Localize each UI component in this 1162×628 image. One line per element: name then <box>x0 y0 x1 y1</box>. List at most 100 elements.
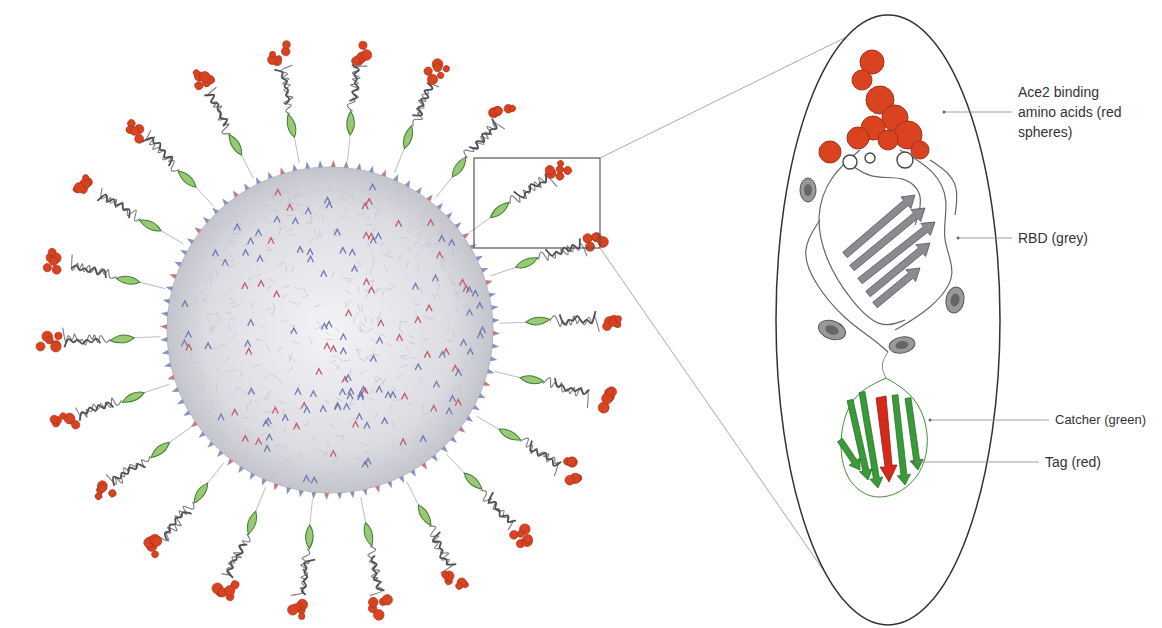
surface-mesh <box>286 191 292 195</box>
surface-mesh <box>373 225 375 232</box>
ace2-residue <box>878 130 898 150</box>
surface-mesh <box>311 436 315 442</box>
ace2-residue <box>72 181 86 195</box>
surface-mesh <box>278 462 284 466</box>
surface-protein <box>477 303 483 309</box>
surface-mesh <box>229 370 236 372</box>
surface-mesh <box>373 354 380 355</box>
surface-mesh <box>365 216 370 221</box>
surface-mesh <box>367 328 373 332</box>
surface-spike <box>174 262 181 267</box>
surface-protein <box>347 393 353 399</box>
surface-mesh <box>322 453 326 459</box>
surface-mesh <box>429 240 431 247</box>
surface-protein <box>324 197 330 203</box>
surface-mesh <box>278 263 285 265</box>
callout-label: Tag (red) <box>1045 452 1155 472</box>
surface-mesh <box>280 188 283 194</box>
surface-protein <box>472 290 478 296</box>
catcher-leaf <box>526 317 550 326</box>
surface-mesh <box>382 291 384 298</box>
surface-mesh <box>284 427 286 434</box>
surface-protein <box>335 403 341 409</box>
surface-protein <box>334 229 340 235</box>
surface-mesh <box>345 207 347 214</box>
ace2-residue <box>95 479 109 493</box>
surface-mesh <box>282 409 284 416</box>
leader-dot <box>929 419 932 422</box>
surface-mesh <box>279 402 286 403</box>
surface-mesh <box>296 302 300 307</box>
surface-spike <box>180 250 187 256</box>
rbd-antigen <box>42 247 168 301</box>
surface-mesh <box>271 208 277 211</box>
surface-mesh <box>417 234 422 239</box>
surface-spike <box>222 199 228 206</box>
surface-mesh <box>397 340 404 342</box>
rbd-antigen <box>470 404 589 489</box>
rbd-strand <box>430 532 457 569</box>
surface-mesh <box>216 312 219 318</box>
surface-protein <box>234 224 240 230</box>
linker <box>159 230 183 244</box>
surface-mesh <box>350 417 355 422</box>
surface-mesh <box>376 288 383 290</box>
surface-mesh <box>375 195 382 197</box>
linker <box>168 428 191 444</box>
surface-mesh <box>354 317 356 324</box>
surface-mesh <box>428 318 435 320</box>
surface-spike <box>194 227 201 233</box>
surface-mesh <box>242 417 249 418</box>
surface-mesh <box>390 195 391 202</box>
surface-protein <box>426 305 432 311</box>
surface-protein <box>326 202 332 208</box>
rbd-antigen <box>88 419 198 505</box>
surface-mesh <box>437 285 440 291</box>
surface-mesh <box>213 222 215 229</box>
surface-spike <box>163 299 170 304</box>
surface-mesh <box>390 284 396 288</box>
surface-mesh <box>228 324 230 331</box>
surface-mesh <box>379 242 385 246</box>
surface-spike <box>172 387 179 392</box>
surface-spike <box>177 399 184 404</box>
surface-protein <box>443 349 449 355</box>
surface-mesh <box>392 422 395 428</box>
surface-spike <box>483 381 490 386</box>
rbd-strand <box>301 559 315 596</box>
ace2-residue <box>50 341 61 352</box>
ace2-residue <box>55 332 63 340</box>
rbd-antigen <box>397 478 470 595</box>
rbd-antigen <box>35 324 160 353</box>
surface-mesh <box>357 259 362 264</box>
callout-label: Ace2 binding amino acids (red spheres) <box>1018 82 1122 142</box>
virus-like-particle <box>160 160 500 500</box>
surface-spike <box>244 183 250 190</box>
linker <box>394 147 405 173</box>
surface-mesh <box>443 257 447 263</box>
ace2-residue <box>381 594 393 606</box>
alpha-helix-core <box>895 340 909 350</box>
surface-protein <box>353 422 359 428</box>
leader-line <box>958 238 1012 239</box>
linker <box>294 135 299 163</box>
surface-spike <box>454 222 461 228</box>
surface-mesh <box>358 189 364 193</box>
surface-spike <box>293 164 298 171</box>
alpha-helix <box>888 335 916 355</box>
surface-protein <box>368 234 374 240</box>
rbd-ribbon <box>203 87 239 137</box>
surface-spike <box>393 174 398 181</box>
rbd-strand <box>526 440 562 467</box>
rbd-strand <box>485 492 518 526</box>
surface-mesh <box>288 175 292 181</box>
rbd-antigen <box>500 310 622 335</box>
surface-mesh <box>396 374 402 378</box>
surface-mesh <box>445 327 450 332</box>
ace2-residue <box>282 40 291 49</box>
surface-mesh <box>315 326 321 329</box>
surface-spike <box>207 441 214 448</box>
surface-mesh <box>247 404 248 411</box>
ace2-residue <box>48 256 58 266</box>
surface-mesh <box>266 245 271 250</box>
